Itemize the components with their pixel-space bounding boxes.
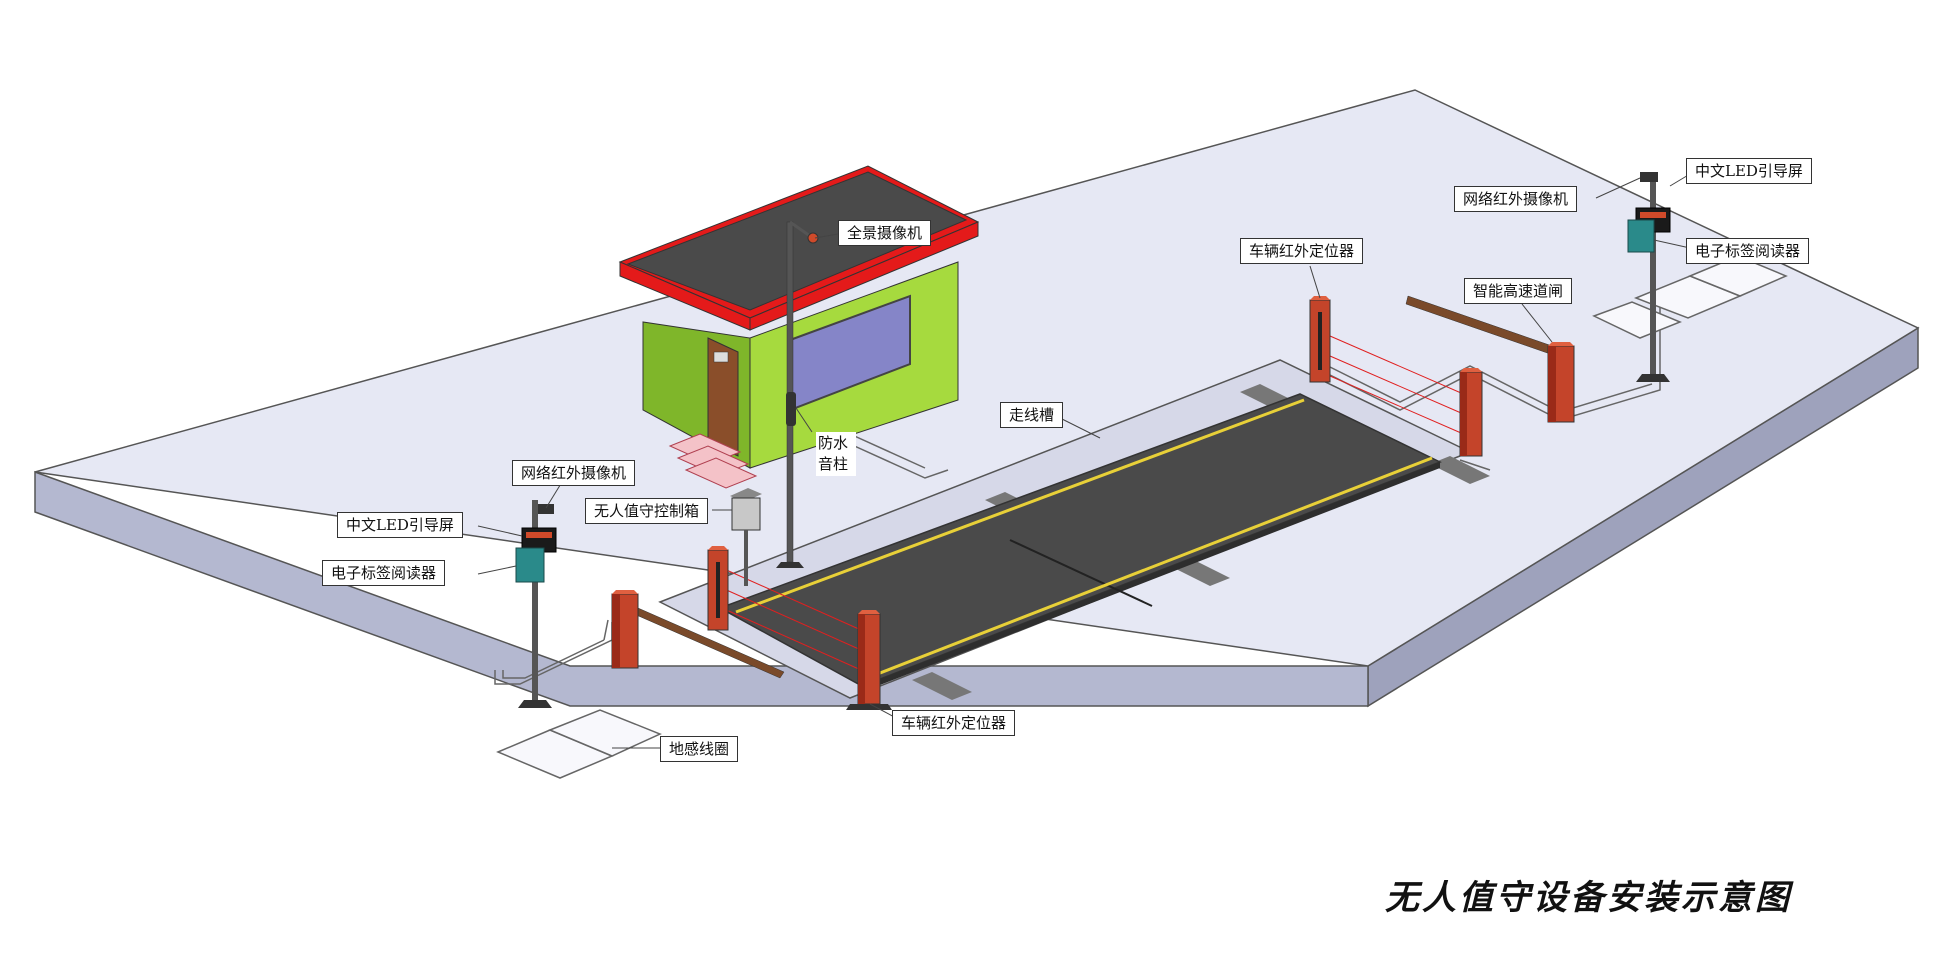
led-screen-left-label: 中文LED引导屏 xyxy=(337,512,463,538)
booth-door xyxy=(707,337,739,457)
control-box xyxy=(730,488,762,586)
vehicle-ir-locator-bottom-label: 车辆红外定位器 xyxy=(892,710,1016,736)
control-box-label: 无人值守控制箱 xyxy=(585,498,709,524)
panorama-camera-icon xyxy=(807,232,819,244)
rfid-reader-right-icon xyxy=(1627,219,1655,253)
right-ir-locator-1 xyxy=(1309,296,1331,383)
ir-camera-right-label: 网络红外摄像机 xyxy=(1454,186,1578,212)
speaker-icon xyxy=(786,392,796,426)
ground-loop-left xyxy=(496,709,662,779)
right-equipment-pole xyxy=(1627,172,1671,382)
ground-loop-label: 地感线圈 xyxy=(660,736,739,762)
cable-trench-label: 走线槽 xyxy=(1000,402,1064,428)
panorama-camera-label: 全景摄像机 xyxy=(838,220,932,246)
booth-roof xyxy=(626,171,968,311)
left-barrier-post xyxy=(611,590,639,669)
left-equipment-pole xyxy=(515,500,557,708)
right-ir-locator-2 xyxy=(1459,368,1483,457)
posts xyxy=(611,296,1575,710)
ground-loops-right xyxy=(1592,255,1788,339)
led-screen-right-label: 中文LED引导屏 xyxy=(1686,158,1812,184)
ir-camera-left-label: 网络红外摄像机 xyxy=(512,460,636,486)
booth-stairs xyxy=(668,433,758,489)
diagram-title: 无人值守设备安装示意图 xyxy=(1385,878,1792,918)
left-ir-locator-1 xyxy=(707,546,729,631)
leader-lines xyxy=(477,173,1691,749)
rfid-reader-right-label: 电子标签阅读器 xyxy=(1686,238,1810,264)
rfid-reader-left-label: 电子标签阅读器 xyxy=(322,560,446,586)
pit-notch xyxy=(1430,456,1490,484)
left-ir-locator-2 xyxy=(846,610,892,710)
ir-beams xyxy=(721,335,1469,675)
panorama-camera-pole xyxy=(776,220,819,568)
scale-deck xyxy=(718,393,1442,692)
ir-camera-right-icon xyxy=(1640,172,1658,182)
pit-notch xyxy=(912,672,972,700)
vehicle-ir-locator-top-label: 车辆红外定位器 xyxy=(1240,238,1364,264)
ir-camera-left-icon xyxy=(538,504,554,514)
waterproof-speaker-label: 防水音柱 xyxy=(816,432,856,476)
right-barrier-post xyxy=(1547,342,1575,423)
rfid-reader-left-icon xyxy=(515,547,545,583)
barrier-gate-label: 智能高速道闸 xyxy=(1464,278,1573,304)
